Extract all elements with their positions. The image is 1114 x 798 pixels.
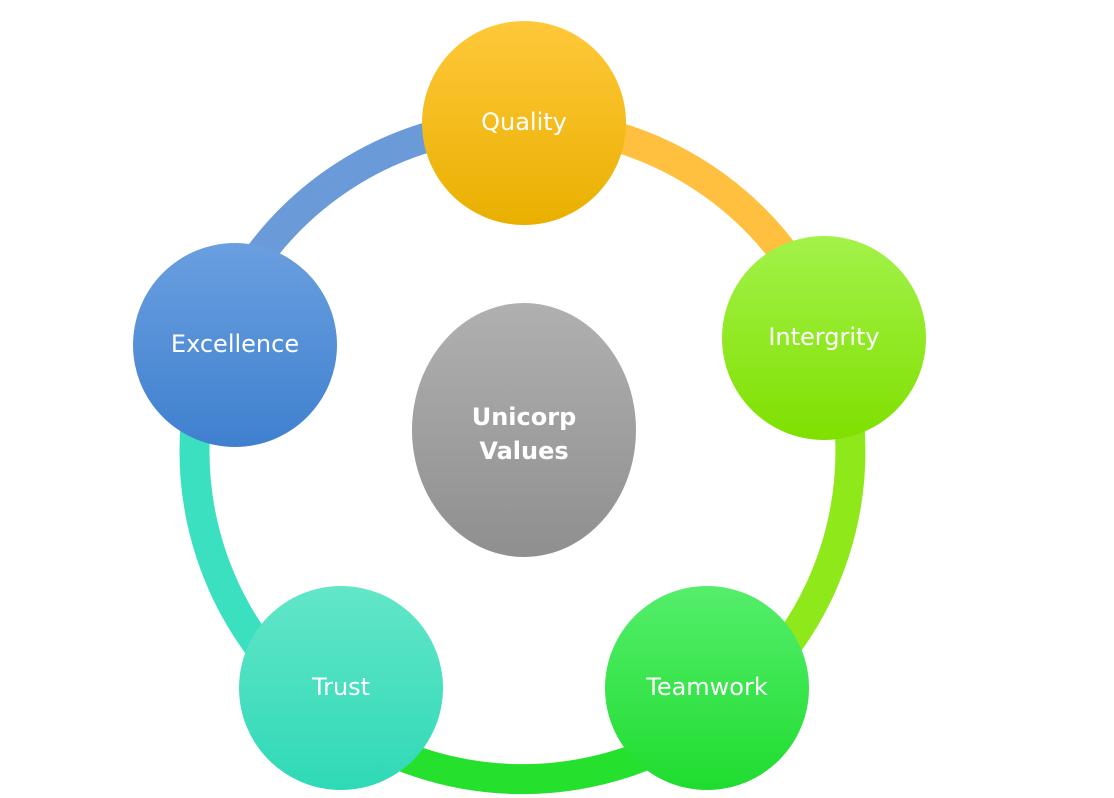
- node-excellence: Excellence: [133, 243, 337, 447]
- node-quality-circle: [422, 21, 626, 225]
- node-intergrity: Intergrity: [722, 236, 926, 440]
- node-quality-label: Quality: [481, 108, 567, 136]
- node-quality: Quality: [422, 21, 626, 225]
- node-teamwork-label: Teamwork: [645, 673, 768, 701]
- node-trust-label: Trust: [311, 673, 370, 701]
- node-teamwork: Teamwork: [605, 586, 809, 790]
- node-trust-circle: [239, 586, 443, 790]
- center-title-line1: Unicorp: [472, 403, 577, 431]
- center-title-line2: Values: [479, 437, 568, 465]
- node-excellence-label: Excellence: [171, 330, 299, 358]
- node-excellence-circle: [133, 243, 337, 447]
- center-node: Unicorp Values: [412, 303, 636, 557]
- center-ellipse: [412, 303, 636, 557]
- node-trust: Trust: [239, 586, 443, 790]
- node-teamwork-circle: [605, 586, 809, 790]
- node-intergrity-circle: [722, 236, 926, 440]
- node-intergrity-label: Intergrity: [768, 323, 879, 351]
